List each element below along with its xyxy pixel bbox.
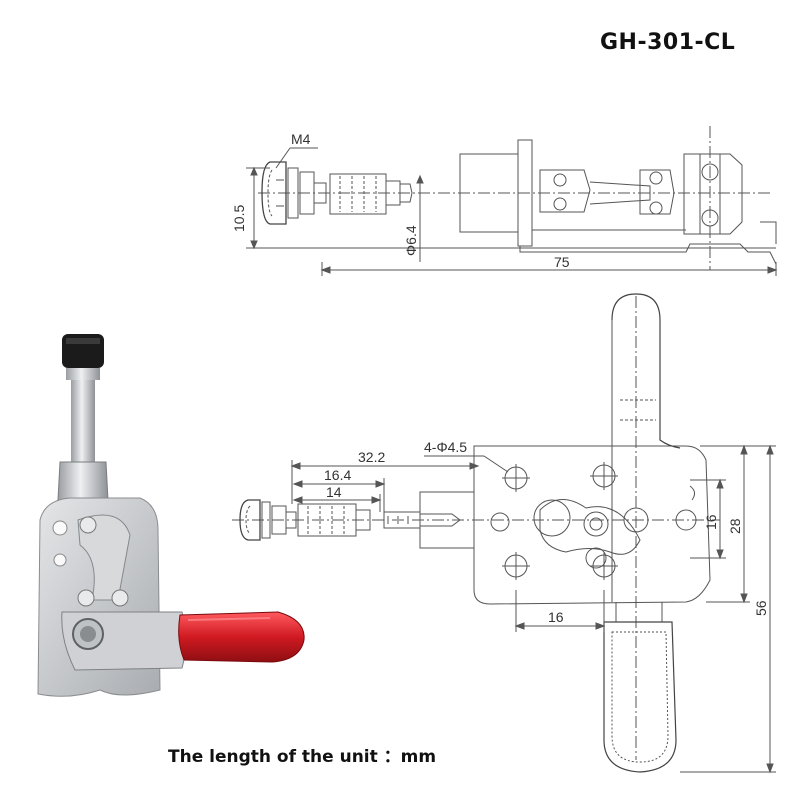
dim-a-label: 32.2: [358, 449, 385, 465]
thread-label: M4: [291, 131, 311, 147]
holes-label: 4-Φ4.5: [424, 439, 467, 455]
hole-spacing-label: 16: [548, 609, 564, 625]
dim-c-label: 14: [326, 484, 342, 500]
unit-caption: The length of the unit ：mm: [168, 747, 437, 767]
product-photo: [37, 334, 305, 697]
dim-b-label: 16.4: [324, 467, 351, 483]
side-view-drawing: [232, 293, 776, 774]
base-width-label: 28: [727, 518, 743, 534]
plunger-shaft: [71, 380, 95, 462]
top-view-labels: M4 10.5 Φ6.4 75: [231, 131, 570, 270]
base-height-label: 16: [703, 514, 719, 530]
hex-nut: [66, 368, 100, 380]
overall-height-label: 56: [753, 600, 769, 616]
length-label: 75: [554, 254, 570, 270]
top-view-drawing: [246, 126, 778, 276]
shaft-dia-label: Φ6.4: [403, 225, 419, 256]
model-title: GH-301-CL: [600, 30, 736, 55]
red-handle-grip: [178, 611, 305, 663]
side-view-labels: 32.2 16.4 14 4-Φ4.5 16 16 28 56: [324, 439, 769, 625]
height-label: 10.5: [231, 205, 247, 232]
